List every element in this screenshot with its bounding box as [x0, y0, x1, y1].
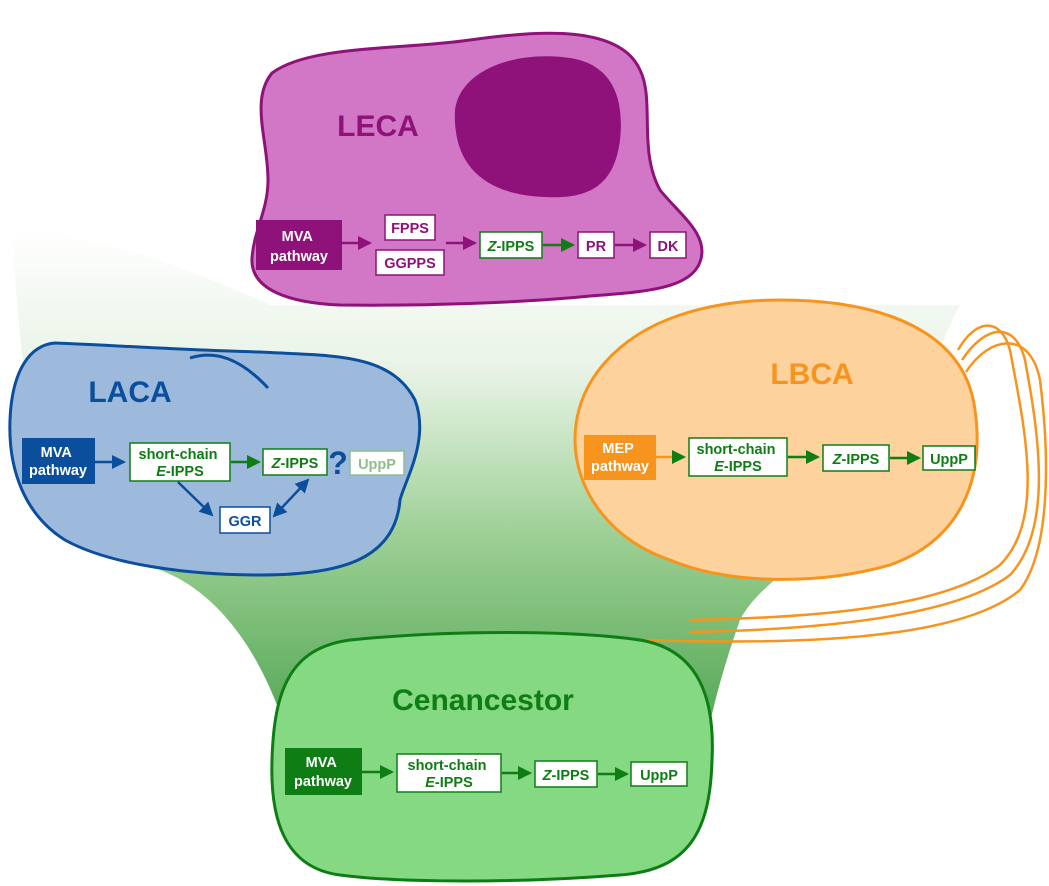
laca-zipps-label: Z-IPPS	[271, 456, 319, 472]
laca-ggr-box	[219, 506, 271, 534]
lbca-uppp-box	[922, 445, 976, 471]
lbca-zipps-box	[822, 444, 890, 472]
laca-ggr-label: GGR	[228, 514, 262, 530]
lbca-uppp-label: UppP	[930, 452, 968, 468]
lbca-title: LBCA	[770, 358, 853, 391]
leca-nucleus	[454, 56, 621, 198]
cenancestor-uppp-box	[630, 761, 688, 787]
cenancestor-eipps-label: short-chain E-IPPS	[408, 758, 491, 791]
cenancestor-eipps-box	[396, 753, 502, 793]
leca-cell: LECA MVA pathway FPPS GGPPS Z-IPPS PR DK	[250, 31, 704, 307]
lbca-mep-label: MEP pathway	[591, 441, 649, 475]
leca-ggpps-label: GGPPS	[384, 256, 436, 272]
lbca-eipps-box	[688, 437, 788, 477]
leca-dk-box	[649, 231, 687, 259]
laca-uppp-label: UppP	[358, 457, 396, 473]
laca-eipps-label: short-chain E-IPPS	[139, 447, 222, 480]
cenancestor-mva-pathway-box	[285, 748, 362, 795]
leca-zipps-box	[479, 231, 543, 259]
cenancestor-uppp-label: UppP	[640, 768, 678, 784]
cenancestor-cell: Cenancestor MVA pathway short-chain E-IP…	[270, 631, 714, 883]
lbca-flagellum-3	[644, 342, 1048, 643]
lbca-mep-pathway-box	[584, 435, 656, 480]
leca-fpps-label: FPPS	[391, 221, 429, 237]
laca-cell: LACA MVA pathway short-chain E-IPPS Z-IP…	[8, 341, 422, 577]
cenancestor-mva-label: MVA pathway	[294, 755, 352, 790]
laca-arrow-ggr-zipps-bidirectional	[272, 478, 310, 518]
laca-uppp-box	[349, 450, 405, 476]
laca-mva-label: MVA pathway	[29, 445, 87, 479]
cenancestor-zipps-box	[534, 760, 598, 788]
laca-zipps-box	[262, 448, 328, 476]
leca-zipps-label: Z-IPPS	[487, 239, 535, 255]
leca-pr-label: PR	[586, 239, 607, 255]
laca-eipps-box	[129, 442, 231, 482]
leca-dk-label: DK	[658, 239, 679, 255]
cenancestor-title: Cenancestor	[392, 684, 574, 717]
laca-title: LACA	[88, 376, 171, 409]
laca-arrow-eipps-to-ggr	[177, 481, 214, 517]
laca-membrane-fold	[189, 353, 270, 390]
lbca-flagellum-2	[689, 330, 1041, 634]
leca-ggpps-box	[375, 249, 445, 276]
leca-mva-label: MVA pathway	[270, 229, 328, 265]
leca-title: LECA	[337, 110, 419, 143]
lbca-cell: LBCA MEP pathway short-chain E-IPPS Z-IP…	[573, 298, 1048, 643]
laca-mva-pathway-box	[22, 438, 95, 484]
leca-mva-pathway-box	[256, 220, 342, 270]
cenancestor-zipps-label: Z-IPPS	[542, 768, 590, 784]
laca-question-mark: ?	[328, 445, 348, 481]
leca-pr-box	[577, 231, 615, 259]
lbca-zipps-label: Z-IPPS	[832, 452, 880, 468]
lbca-eipps-label: short-chain E-IPPS	[697, 442, 780, 475]
leca-fpps-box	[384, 214, 436, 241]
